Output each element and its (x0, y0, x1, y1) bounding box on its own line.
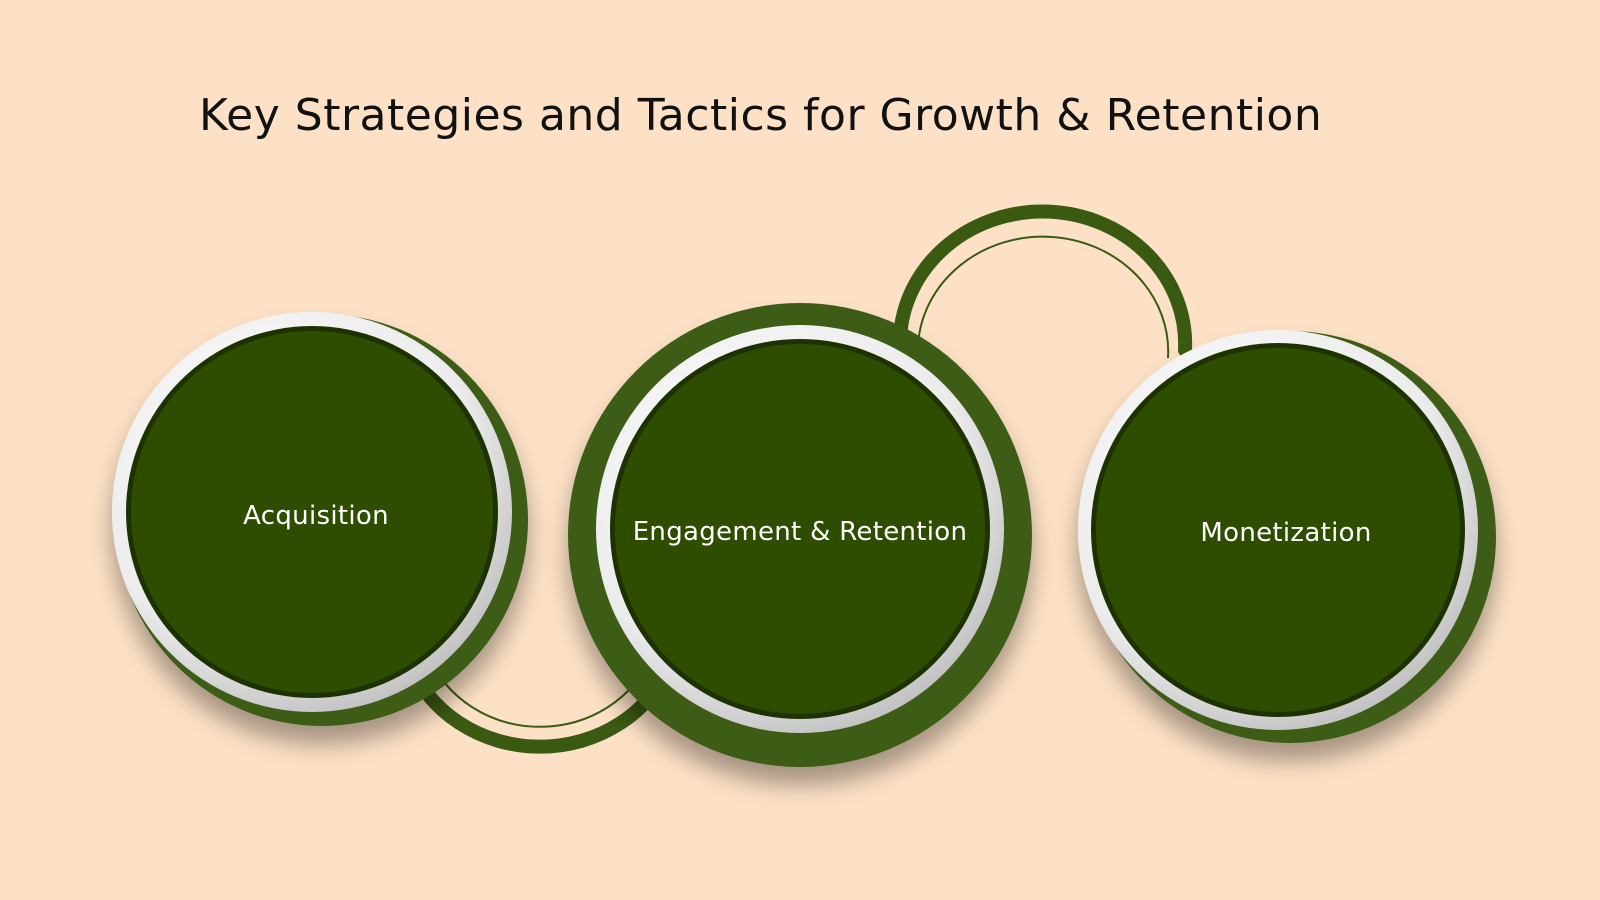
stage-monetization: Monetization (1078, 330, 1496, 743)
stage-engagement-label: Engagement & Retention (633, 517, 968, 547)
stage-acquisition-circle (131, 331, 493, 693)
stage-engagement-retention: Engagement & Retention (568, 303, 1032, 767)
connector-upper-arc (893, 204, 1193, 359)
stage-acquisition: Acquisition (112, 312, 528, 726)
stage-acquisition-label: Acquisition (243, 501, 389, 531)
stage-monetization-circle (1096, 348, 1460, 712)
stage-monetization-label: Monetization (1200, 518, 1371, 548)
stage-engagement-circle (615, 344, 985, 714)
page-title: Key Strategies and Tactics for Growth & … (199, 90, 1323, 141)
